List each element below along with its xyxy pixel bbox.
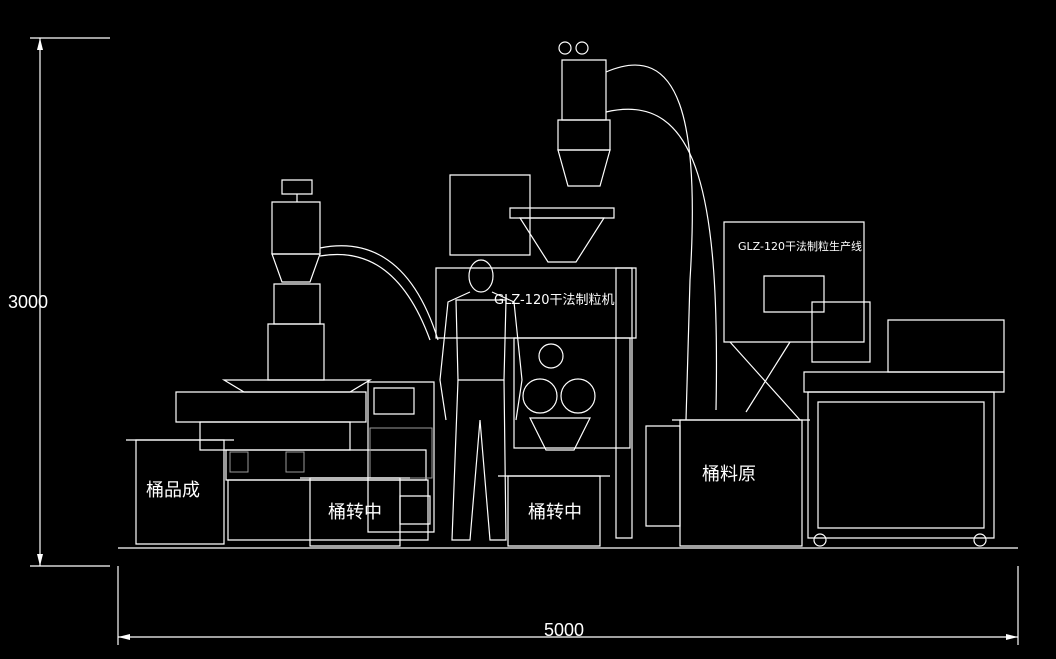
bucket-intermediate-1: 桶转中 bbox=[300, 478, 410, 546]
sieve-machine bbox=[176, 392, 428, 540]
left-feeder bbox=[224, 180, 438, 392]
granulator-label: GLZ-120干法制粒机 bbox=[494, 293, 615, 308]
operator-figure bbox=[440, 260, 522, 540]
height-dimension: 3000 bbox=[8, 38, 110, 566]
bucket-finished-label: 桶品成 bbox=[146, 480, 200, 501]
bucket-raw: 桶料原 bbox=[672, 420, 810, 546]
bucket-finished: 桶品成 bbox=[126, 440, 234, 544]
height-label: 3000 bbox=[8, 292, 48, 312]
width-dimension: 5000 bbox=[118, 566, 1018, 645]
bucket-raw-label: 桶料原 bbox=[702, 464, 756, 485]
width-label: 5000 bbox=[544, 620, 584, 640]
granulator: GLZ-120干法制粒机 bbox=[436, 42, 716, 538]
bucket-intermediate-2: 桶转中 bbox=[498, 476, 610, 546]
production-line-label: GLZ-120干法制粒生产线 bbox=[738, 239, 862, 253]
production-line-panel: GLZ-120干法制粒生产线 bbox=[646, 222, 1004, 546]
bucket-intermediate-1-label: 桶转中 bbox=[328, 502, 382, 523]
bucket-intermediate-2-label: 桶转中 bbox=[528, 502, 582, 523]
